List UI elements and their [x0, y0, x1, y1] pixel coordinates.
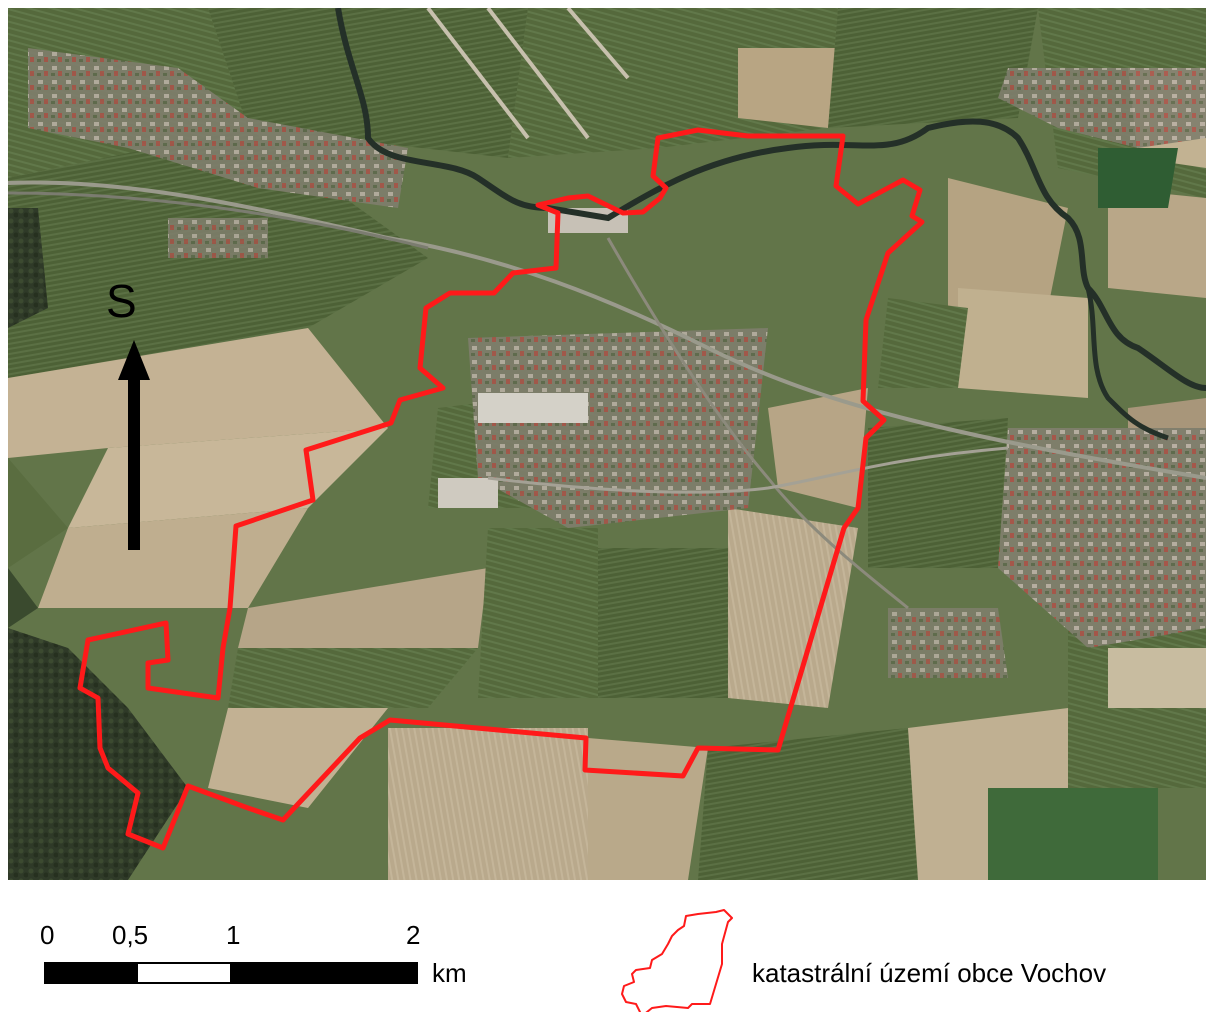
north-arrow	[118, 340, 150, 550]
north-arrow-icon	[118, 340, 150, 550]
scale-segment	[136, 962, 232, 984]
roads	[8, 8, 1206, 610]
scale-segment	[44, 962, 138, 984]
scale-unit: km	[432, 958, 467, 988]
legend-symbol	[612, 908, 742, 1017]
scale-tick-0: 0	[40, 920, 55, 950]
scale-tick-0-5: 0,5	[112, 920, 149, 950]
map-canvas	[8, 8, 1206, 880]
scale-bar	[44, 962, 418, 984]
boundary-polygon-icon	[621, 909, 733, 1017]
scale-tick-1: 1	[226, 920, 241, 950]
scale-tick-2: 2	[406, 920, 421, 950]
map-footer	[0, 880, 1206, 1012]
land-cover	[8, 8, 1206, 880]
rivers	[335, 8, 1206, 441]
north-arrow-label: S	[106, 275, 137, 327]
municipality-boundary	[77, 127, 925, 851]
scale-segment	[230, 962, 418, 984]
legend-label: katastrální území obce Vochov	[752, 958, 1107, 988]
aerial-map[interactable]	[8, 8, 1206, 880]
